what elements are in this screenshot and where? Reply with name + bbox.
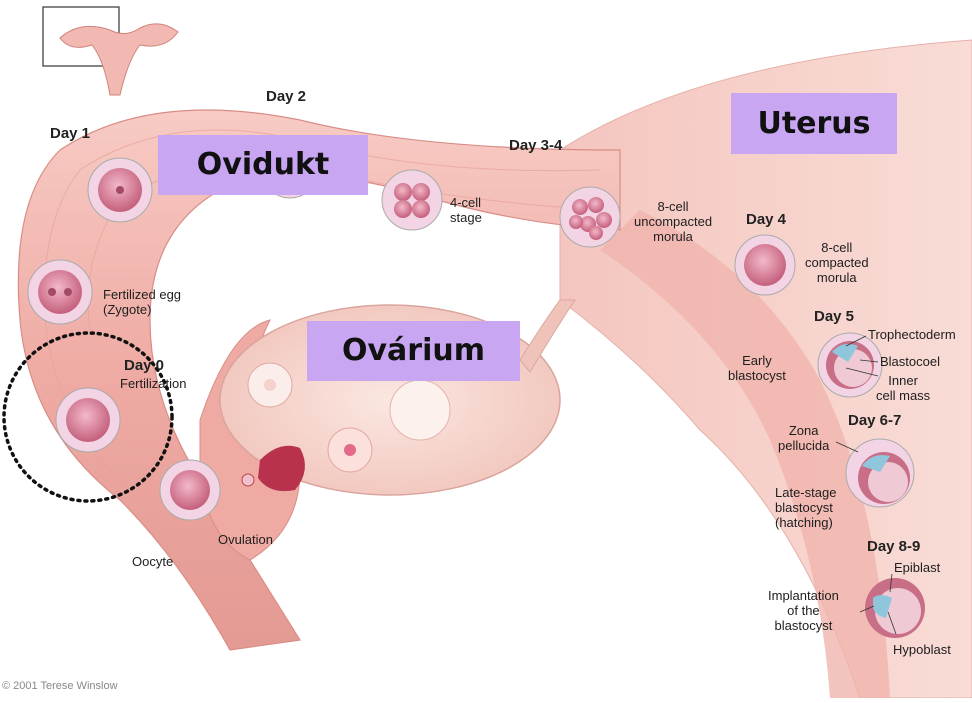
- zona-pellucida-label: Zona pellucida: [778, 423, 829, 453]
- epiblast-label: Epiblast: [894, 560, 940, 575]
- cell-uncompacted-morula: [560, 187, 620, 247]
- cell-zygote: [28, 260, 92, 324]
- day-0-label: Day 0: [124, 357, 164, 374]
- cell-fertilization: [56, 388, 120, 452]
- cell-early-blastocyst: [818, 333, 882, 397]
- compacted-morula-label: 8-cell compacted morula: [805, 240, 869, 285]
- copyright-text: © 2001 Terese Winslow: [2, 680, 118, 692]
- day-1-label: Day 1: [50, 125, 90, 142]
- implantation-label: Implantation of the blastocyst: [768, 588, 839, 633]
- hypoblast-label: Hypoblast: [893, 642, 951, 657]
- uncompacted-morula-label: 8-cell uncompacted morula: [634, 199, 712, 244]
- inner-cell-mass-label: Inner cell mass: [876, 373, 930, 403]
- day-4-label: Day 4: [746, 211, 786, 228]
- early-blastocyst-label: Early blastocyst: [728, 353, 786, 383]
- uterus-label: Uterus: [731, 93, 897, 154]
- ovarium-label: Ovárium: [307, 321, 520, 381]
- day-3-4-label: Day 3-4: [509, 137, 562, 154]
- trophectoderm-label: Trophectoderm: [868, 327, 956, 342]
- cell-compacted-morula: [735, 235, 795, 295]
- late-stage-blastocyst-label: Late-stage blastocyst (hatching): [775, 485, 836, 530]
- cell-four-cell: [382, 170, 442, 230]
- blastocoel-label: Blastocoel: [880, 354, 940, 369]
- fertilization-label: Fertilization: [120, 376, 186, 391]
- ovidukt-label: Ovidukt: [158, 135, 368, 195]
- day-8-9-label: Day 8-9: [867, 538, 920, 555]
- oocyte-label: Oocyte: [132, 554, 173, 569]
- day-2-label: Day 2: [266, 88, 306, 105]
- ovulation-label: Ovulation: [218, 532, 273, 547]
- day-5-label: Day 5: [814, 308, 854, 325]
- fertilized-egg-label: Fertilized egg (Zygote): [103, 287, 181, 317]
- day-6-7-label: Day 6-7: [848, 412, 901, 429]
- cell-implanting-blastocyst: [865, 578, 925, 638]
- cell-late-blastocyst: [846, 439, 914, 507]
- inset-uterus-thumbnail: [60, 24, 178, 95]
- cell-oocyte: [160, 460, 220, 520]
- cell-day1: [88, 158, 152, 222]
- four-cell-label: 4-cell stage: [450, 195, 482, 225]
